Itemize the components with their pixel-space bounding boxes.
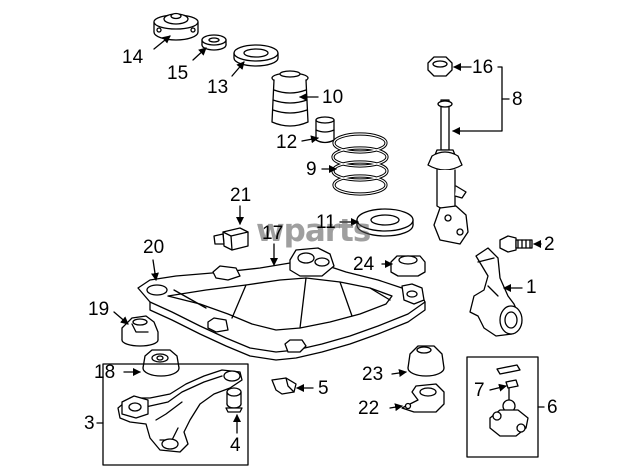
callout-19: 19 — [88, 299, 110, 320]
callout-6: 6 — [547, 397, 558, 418]
callout-21: 21 — [230, 185, 252, 206]
crossmember-part — [137, 247, 426, 361]
upper-mount-part — [390, 255, 426, 277]
callout-17: 17 — [262, 223, 284, 244]
callout-4: 4 — [230, 435, 241, 456]
callout-12: 12 — [276, 132, 298, 153]
ball-joint-part — [489, 364, 529, 437]
callout-1: 1 — [526, 277, 537, 298]
callout-3: 3 — [84, 413, 95, 434]
callout-13: 13 — [207, 77, 229, 98]
nut-part — [427, 56, 453, 77]
callout-2: 2 — [544, 234, 555, 255]
callout-8: 8 — [512, 89, 523, 110]
engine-mount-part — [407, 345, 445, 377]
callout-18: 18 — [94, 362, 116, 383]
callout-20: 20 — [143, 237, 165, 258]
callout-5: 5 — [318, 378, 329, 399]
steering-knuckle-part — [469, 247, 523, 337]
callout-15: 15 — [167, 63, 189, 84]
watermark-logo: wparts — [256, 213, 371, 249]
callout-24: 24 — [353, 254, 375, 275]
lower-seat-part — [356, 208, 414, 237]
leader-lines — [96, 35, 545, 434]
bump-stop-part — [271, 70, 309, 127]
callout-22: 22 — [358, 398, 380, 419]
callout-14: 14 — [122, 47, 144, 68]
strut-assembly-part — [427, 99, 469, 245]
callout-7: 7 — [474, 380, 485, 401]
small-bracket-part — [271, 377, 297, 395]
spring-seat-part — [233, 44, 279, 67]
control-arm-bushing-4-part — [225, 387, 243, 413]
callout-11: 11 — [316, 212, 336, 233]
insulator-part — [315, 116, 335, 144]
strut-mount-part — [153, 12, 199, 41]
lower-control-arm-part — [117, 369, 243, 453]
spacer-part — [201, 34, 227, 51]
callout-10: 10 — [322, 87, 344, 108]
callout-23: 23 — [362, 364, 384, 385]
mount-part — [401, 383, 445, 413]
callout-16: 16 — [472, 57, 494, 78]
control-arm-bushing-part — [142, 349, 180, 377]
control-arm-box — [102, 363, 249, 466]
bolt-part — [499, 235, 533, 253]
bracket-part — [213, 227, 249, 251]
callout-9: 9 — [306, 159, 317, 180]
bushing-part — [121, 315, 159, 347]
